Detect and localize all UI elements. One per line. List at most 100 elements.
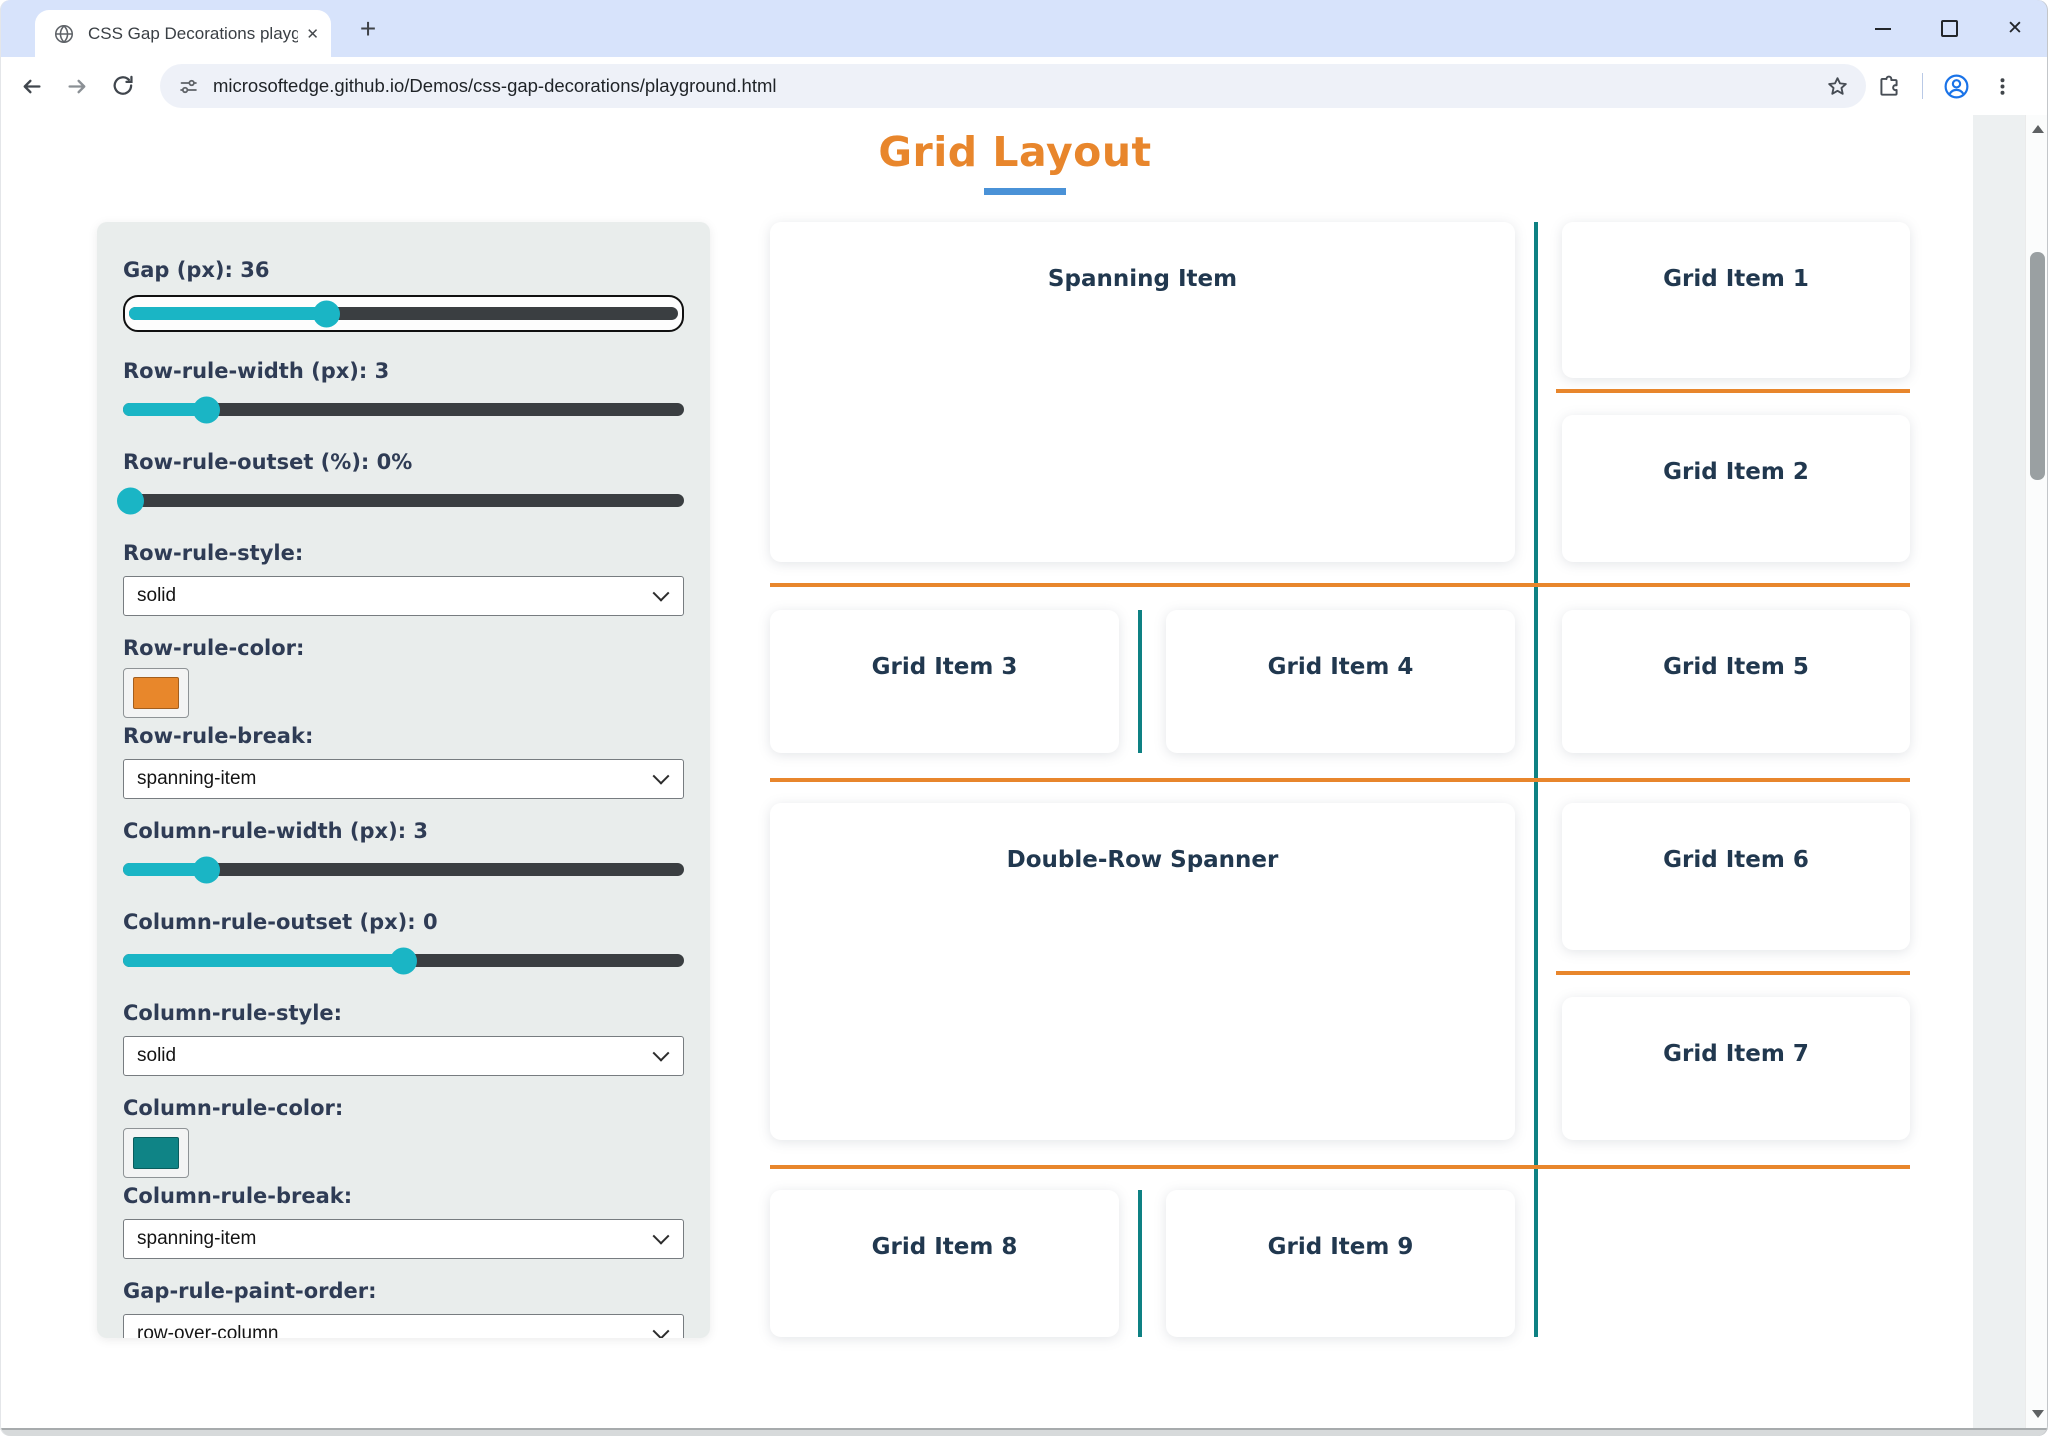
scrollbar-down-arrow-icon[interactable] xyxy=(2032,1410,2044,1418)
gap-rule-paint-order-select[interactable]: row-over-column xyxy=(123,1314,684,1338)
page-content: Grid Layout Gap (px): 36 Row-rule-width (… xyxy=(0,115,2048,1436)
row-rule-width-slider-thumb[interactable] xyxy=(193,396,221,423)
site-info-icon[interactable] xyxy=(178,76,199,97)
extensions-button[interactable] xyxy=(1866,63,1912,109)
gap-rule-paint-order-select-value: row-over-column xyxy=(137,1323,279,1338)
chevron-down-icon xyxy=(652,584,670,602)
grid-item-8: Grid Item 8 xyxy=(770,1190,1119,1337)
scrollbar-up-arrow-icon[interactable] xyxy=(2032,125,2044,133)
scrollbar-thumb[interactable] xyxy=(2030,252,2045,480)
vertical-scrollbar[interactable] xyxy=(2025,115,2048,1428)
row-rule-style-select[interactable]: solid xyxy=(123,576,684,616)
column-rule-color-picker-block: Column-rule-color: xyxy=(123,1096,684,1178)
grid-item-6: Grid Item 6 xyxy=(1562,803,1910,950)
row-rule-break-select-label: Row-rule-break: xyxy=(123,724,314,748)
column-rule-outset-slider-thumb[interactable] xyxy=(389,947,417,974)
gap-rule-paint-order-select-label: Gap-rule-paint-order: xyxy=(123,1279,377,1303)
window-maximize-button[interactable] xyxy=(1916,0,1982,57)
row-rule xyxy=(1556,389,1910,393)
column-rule-outset-slider[interactable] xyxy=(123,947,684,974)
close-icon: ✕ xyxy=(2007,18,2023,39)
row-rule xyxy=(770,1165,1910,1169)
column-rule-width-slider[interactable] xyxy=(123,856,684,883)
grid-item-1: Grid Item 1 xyxy=(1562,222,1910,378)
chevron-down-icon xyxy=(652,1322,670,1338)
row-rule-color-picker[interactable] xyxy=(123,668,189,718)
window-bottom-edge xyxy=(0,1428,2048,1436)
browser-tab[interactable]: CSS Gap Decorations playgroun ✕ xyxy=(35,10,331,57)
profile-button[interactable] xyxy=(1933,63,1979,109)
row-rule-outset-slider-block: Row-rule-outset (%): 0% xyxy=(117,450,684,514)
profile-icon xyxy=(1944,74,1968,98)
column-rule-outset-slider-label: Column-rule-outset (px): 0 xyxy=(123,910,438,934)
chevron-down-icon xyxy=(652,1044,670,1062)
row-rule-outset-slider[interactable] xyxy=(117,487,684,514)
column-rule xyxy=(1138,1190,1142,1337)
column-rule-color-picker-label: Column-rule-color: xyxy=(123,1096,344,1120)
column-rule-break-select[interactable]: spanning-item xyxy=(123,1219,684,1259)
column-rule-style-select-label: Column-rule-style: xyxy=(123,1001,343,1025)
url-text[interactable]: microsoftedge.github.io/Demos/css-gap-de… xyxy=(213,75,777,96)
url-bar[interactable]: microsoftedge.github.io/Demos/css-gap-de… xyxy=(160,64,1866,108)
chevron-down-icon xyxy=(652,1227,670,1245)
tab-title: CSS Gap Decorations playgroun xyxy=(88,23,299,43)
gap-slider-thumb[interactable] xyxy=(312,300,340,327)
new-tab-button[interactable]: + xyxy=(359,13,377,44)
column-rule-color-picker[interactable] xyxy=(123,1128,189,1178)
back-button[interactable] xyxy=(8,63,54,109)
row-rule-width-slider-label: Row-rule-width (px): 3 xyxy=(123,359,390,383)
forward-button[interactable] xyxy=(54,63,100,109)
bookmark-star-icon[interactable] xyxy=(1825,74,1850,99)
column-rule-break-select-value: spanning-item xyxy=(137,1228,257,1249)
gap-slider[interactable] xyxy=(123,295,684,332)
window-minimize-button[interactable] xyxy=(1850,0,1916,57)
three-dot-menu-icon xyxy=(2000,77,2004,95)
row-rule-width-slider[interactable] xyxy=(123,396,684,423)
page-right-gutter xyxy=(1973,115,2025,1428)
window-close-button[interactable]: ✕ xyxy=(1982,0,2048,57)
row-rule-break-select-value: spanning-item xyxy=(137,768,257,789)
row-rule-break-select[interactable]: spanning-item xyxy=(123,759,684,799)
tab-close-icon[interactable]: ✕ xyxy=(306,25,319,43)
globe-favicon-icon xyxy=(53,23,75,45)
title-underline xyxy=(984,188,1066,195)
grid-item-7: Grid Item 7 xyxy=(1562,997,1910,1140)
column-rule-color-picker-swatch xyxy=(133,1137,179,1169)
row-rule xyxy=(770,778,1910,782)
gap-slider-label: Gap (px): 36 xyxy=(123,258,270,282)
row-rule xyxy=(770,583,1910,587)
column-rule-width-slider-thumb[interactable] xyxy=(193,856,221,883)
column-rule-width-slider-label: Column-rule-width (px): 3 xyxy=(123,819,429,843)
column-rule-break-select-label: Column-rule-break: xyxy=(123,1184,353,1208)
column-rule-style-select-value: solid xyxy=(137,1045,177,1066)
menu-button[interactable] xyxy=(1979,63,2025,109)
back-icon xyxy=(23,79,41,93)
toolbar-divider xyxy=(1922,73,1923,99)
gap-slider-block: Gap (px): 36 xyxy=(123,258,684,332)
column-rule-outset-slider-block: Column-rule-outset (px): 0 xyxy=(123,910,684,974)
row-rule-style-select-block: Row-rule-style: solid xyxy=(123,541,684,616)
row-rule-width-slider-block: Row-rule-width (px): 3 xyxy=(123,359,684,423)
gap-rule-paint-order-select-block: Gap-rule-paint-order: row-over-column xyxy=(123,1279,684,1338)
reload-button[interactable] xyxy=(100,63,146,109)
grid-item-2: Grid Item 2 xyxy=(1562,415,1910,562)
page-title: Grid Layout xyxy=(878,128,1152,176)
grid-item-3: Grid Item 3 xyxy=(770,610,1119,753)
column-rule-width-slider-block: Column-rule-width (px): 3 xyxy=(123,819,684,883)
row-rule-color-picker-swatch xyxy=(133,677,179,709)
grid-item-5: Grid Item 5 xyxy=(1562,610,1910,753)
row-rule-outset-slider-thumb[interactable] xyxy=(117,487,145,514)
column-rule-style-select[interactable]: solid xyxy=(123,1036,684,1076)
grid-item-9: Grid Item 9 xyxy=(1166,1190,1515,1337)
reload-icon xyxy=(113,75,133,95)
row-rule-style-select-value: solid xyxy=(137,585,177,606)
column-rule xyxy=(1138,610,1142,753)
minimize-icon xyxy=(1875,27,1891,30)
puzzle-icon xyxy=(1880,75,1898,96)
row-rule xyxy=(1556,971,1910,975)
row-rule-style-select-label: Row-rule-style: xyxy=(123,541,304,565)
column-rule-style-select-block: Column-rule-style: solid xyxy=(123,1001,684,1076)
forward-icon xyxy=(67,79,85,93)
